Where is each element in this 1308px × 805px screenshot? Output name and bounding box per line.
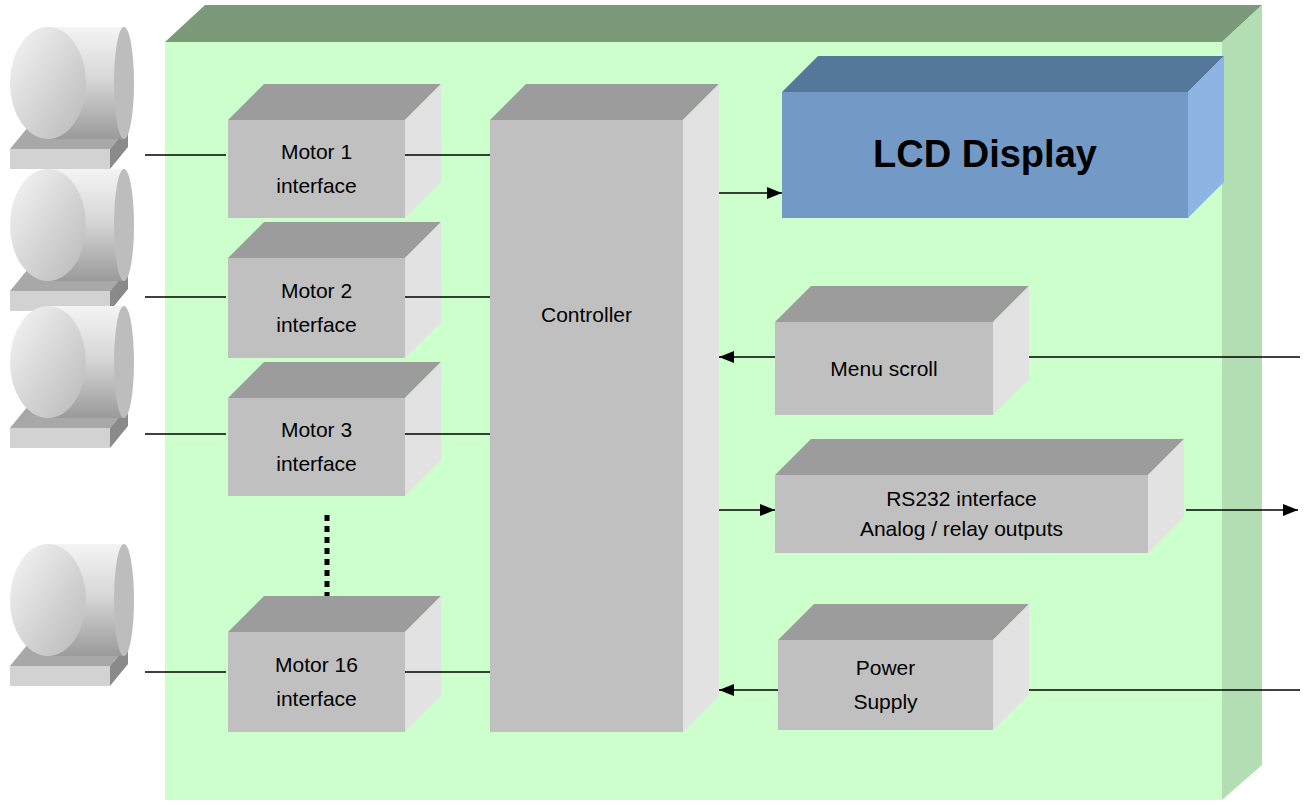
box-side-face <box>993 286 1029 415</box>
box-extrusion <box>775 286 1029 415</box>
motor-illustration <box>10 27 226 169</box>
board-front <box>165 42 1222 800</box>
box-extrusion <box>228 596 441 732</box>
motor-face <box>10 169 86 281</box>
box-side-face <box>405 596 441 732</box>
box-label: Controller <box>541 298 632 332</box>
motor-face <box>10 306 86 418</box>
board-side <box>1222 5 1262 800</box>
box-label: Motor 16 interface <box>267 648 367 715</box>
motor-wire <box>145 433 226 435</box>
box-top-face <box>228 596 441 632</box>
box-label: Analog / relay outputs <box>860 514 1063 544</box>
box-top-face <box>775 286 1029 322</box>
power-box: Power Supply <box>778 640 993 730</box>
motor-rear <box>114 544 134 656</box>
motor-illustration <box>10 306 226 448</box>
box-side-face <box>683 84 719 732</box>
box-top-face <box>775 439 1184 475</box>
display-box: LCD Display <box>782 92 1188 218</box>
connector <box>405 296 490 298</box>
board-top <box>165 5 1262 42</box>
motor-wire <box>145 154 226 156</box>
box-side-face <box>405 362 441 496</box>
box-label: LCD Display <box>873 132 1097 178</box>
output-box: RS232 interfaceAnalog / relay outputs <box>775 475 1148 553</box>
box-top-face <box>778 604 1029 640</box>
motor-wire <box>145 671 226 673</box>
motor-face <box>10 27 86 139</box>
input-line <box>1006 356 1300 358</box>
box-label: RS232 interface <box>886 484 1037 514</box>
connector <box>405 433 490 435</box>
motor-rear <box>114 27 134 139</box>
box-top-face <box>228 84 441 120</box>
interface-box: Motor 2 interface <box>228 258 405 358</box>
box-extrusion <box>782 56 1224 218</box>
box-extrusion <box>775 439 1184 553</box>
interface-box: Motor 16 interface <box>228 632 405 732</box>
box-extrusion <box>228 362 441 496</box>
box-side-face <box>1148 439 1184 553</box>
box-extrusion <box>228 84 441 218</box>
box-top-face <box>782 56 1224 92</box>
box-extrusion <box>778 604 1029 730</box>
interface-box: Motor 1 interface <box>228 120 405 218</box>
box-label: Motor 3 interface <box>267 413 367 480</box>
motor-base-front <box>10 428 110 448</box>
box-label: Motor 1 interface <box>267 135 367 202</box>
board-housing <box>165 5 1262 800</box>
box-side-face <box>1188 56 1224 218</box>
ellipsis-dots <box>325 515 330 597</box>
power-input-line <box>1012 689 1300 691</box>
motor-base-front <box>10 149 110 169</box>
box-top-face <box>228 362 441 398</box>
motor-wire <box>145 296 226 298</box>
output-line <box>1186 509 1298 511</box>
box-top-face <box>490 84 719 120</box>
motor-illustration <box>10 544 226 686</box>
box-side-face <box>405 222 441 358</box>
connector <box>719 689 778 691</box>
connector <box>719 192 782 194</box>
box-label: Menu scroll <box>830 352 937 386</box>
box-extrusion <box>490 84 719 732</box>
connector <box>405 671 490 673</box>
controller-box: Controller <box>490 120 683 732</box>
motor-face <box>10 544 86 656</box>
motor-base-front <box>10 666 110 686</box>
motor-rear <box>114 306 134 418</box>
connector <box>405 154 490 156</box>
motor-rear <box>114 169 134 281</box>
motor-illustration <box>10 169 226 311</box>
interface-box: Motor 3 interface <box>228 398 405 496</box>
box-label: Power Supply <box>836 651 936 718</box>
box-extrusion <box>228 222 441 358</box>
box-side-face <box>993 604 1029 730</box>
connector <box>719 509 775 511</box>
menu-box: Menu scroll <box>775 322 993 415</box>
box-label: Motor 2 interface <box>267 274 367 341</box>
connector <box>719 356 775 358</box>
box-side-face <box>405 84 441 218</box>
box-top-face <box>228 222 441 258</box>
motor-illustrations <box>10 27 226 686</box>
